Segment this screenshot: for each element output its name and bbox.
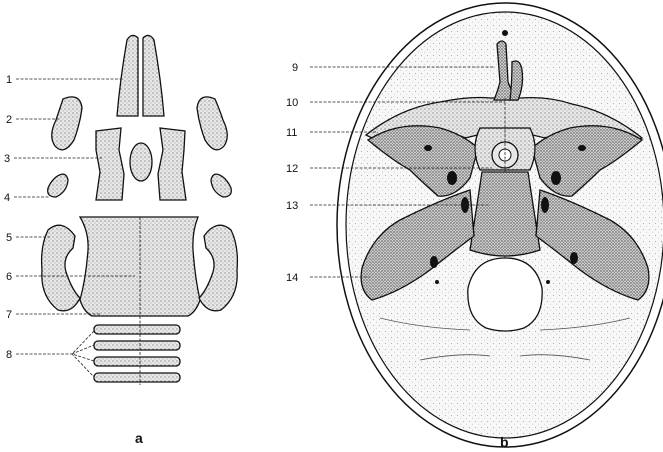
label-12: 12 [286,163,298,175]
part-3-left [96,128,124,200]
center-oval [130,143,152,181]
part-9-cribriform-right [510,61,523,100]
foramen-left-5 [424,145,432,151]
part-13-clivus [470,172,540,256]
foramen-left-3 [430,256,438,268]
part-8-bar-2 [94,341,180,350]
panel-b-label: b [500,434,509,450]
leader-8-fan [72,331,94,354]
part-8-bar-1 [94,325,180,334]
part-2-right [197,97,227,150]
foramen-right-3 [570,252,578,264]
foramen-right-5 [578,145,586,151]
part-5-right [199,225,237,311]
part-1-left [117,35,138,116]
part-8-bar-4 [94,373,180,382]
part-4-right [211,174,231,197]
part-8-bar-3 [94,357,180,366]
label-7: 7 [6,309,12,321]
label-3: 3 [4,153,10,165]
label-5: 5 [6,232,12,244]
top-dot [502,30,508,36]
label-1: 1 [6,74,12,86]
leader-8-fan-2 [72,354,94,377]
part-2-left [52,97,82,150]
panel-a-label: a [135,430,143,446]
part-5-left [42,225,80,311]
label-9: 9 [292,62,298,74]
part-3-right [158,128,186,200]
label-8: 8 [6,349,12,361]
label-4: 4 [4,192,10,204]
foramen-right-2 [541,197,549,213]
foramen-right-4 [546,280,550,284]
label-2: 2 [6,114,12,126]
foramen-magnum [468,258,542,331]
part-1-right [143,35,164,116]
label-10: 10 [286,97,298,109]
foramen-left-4 [435,280,439,284]
part-4-left [48,174,68,197]
panel-a-diagram: 1 2 3 4 5 6 7 8 a [4,35,237,446]
label-13: 13 [286,200,298,212]
label-11: 11 [286,127,297,139]
panel-b-diagram: 9 10 11 12 13 14 b [286,3,663,450]
foramen-left-1 [447,171,457,185]
label-6: 6 [6,271,12,283]
foramen-right-1 [551,171,561,185]
label-14: 14 [286,272,298,284]
